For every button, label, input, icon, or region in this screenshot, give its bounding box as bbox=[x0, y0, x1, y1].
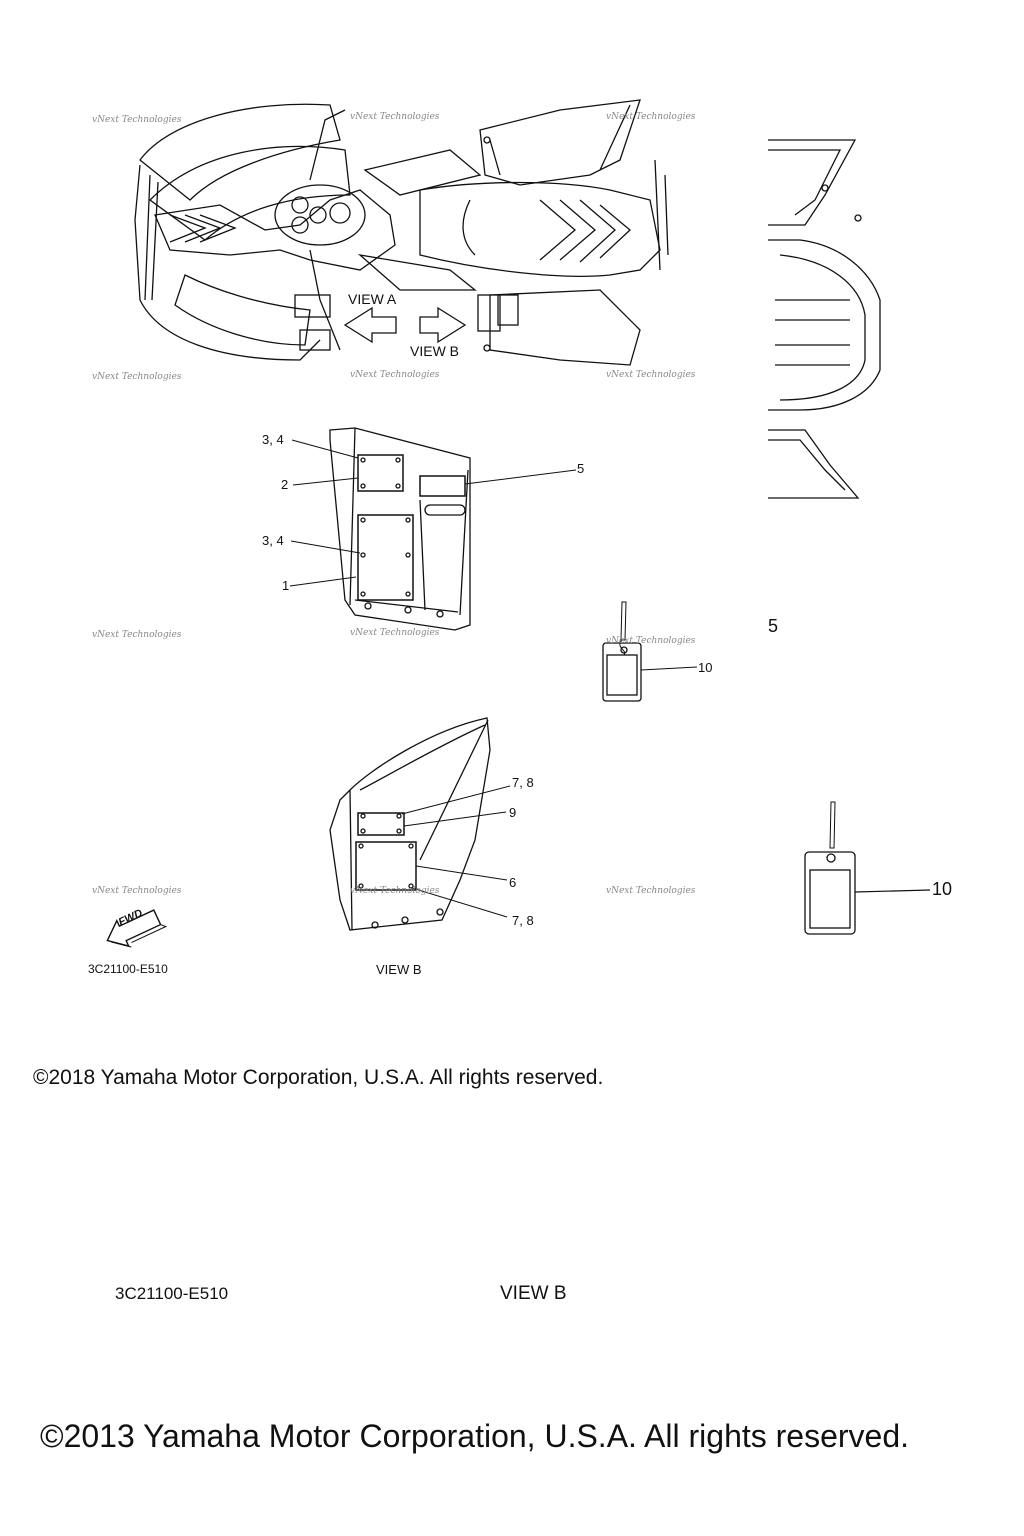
watermark: vNext Technologies bbox=[350, 628, 440, 638]
label-6-decal bbox=[355, 841, 417, 891]
copyright-2013: ©2013 Yamaha Motor Corporation, U.S.A. A… bbox=[40, 1418, 910, 1454]
callout-7-8-lower: 7, 8 bbox=[512, 913, 534, 928]
view-a-fender-panel bbox=[289, 427, 577, 631]
callout-2: 2 bbox=[281, 477, 289, 492]
callout-10-small: 10 bbox=[698, 660, 713, 675]
callout-3-4-upper: 3, 4 bbox=[262, 432, 284, 447]
tag-10-small bbox=[602, 601, 698, 702]
watermark: vNext Technologies bbox=[606, 370, 696, 380]
view-direction-arrows bbox=[343, 306, 467, 344]
label-5-decal bbox=[419, 475, 466, 497]
watermark: vNext Technologies bbox=[350, 112, 440, 122]
watermark: vNext Technologies bbox=[606, 636, 696, 646]
atv-rear-partial-view bbox=[768, 139, 881, 499]
callout-1: 1 bbox=[282, 578, 290, 593]
atv-rear-top-view bbox=[419, 99, 669, 366]
watermark: vNext Technologies bbox=[606, 886, 696, 896]
copyright-2018: ©2018 Yamaha Motor Corporation, U.S.A. A… bbox=[33, 1066, 604, 1089]
lower-part-code: 3C21100-E510 bbox=[115, 1284, 229, 1303]
watermark: vNext Technologies bbox=[92, 886, 182, 896]
tag-10-large bbox=[804, 801, 931, 935]
right-callout-10: 10 bbox=[932, 879, 953, 899]
watermark: vNext Technologies bbox=[350, 886, 440, 896]
fwd-arrow bbox=[106, 909, 168, 948]
view-b-fender-panel bbox=[329, 717, 511, 931]
atv-front-top-view bbox=[134, 103, 482, 361]
right-callout-5: 5 bbox=[768, 616, 779, 636]
watermark: vNext Technologies bbox=[350, 370, 440, 380]
callout-3-4-lower: 3, 4 bbox=[262, 533, 284, 548]
watermark: vNext Technologies bbox=[92, 630, 182, 640]
callout-9: 9 bbox=[509, 805, 517, 820]
part-code: 3C21100-E510 bbox=[88, 962, 168, 976]
watermark: vNext Technologies bbox=[92, 115, 182, 125]
callout-5: 5 bbox=[577, 461, 585, 476]
label-9-decal bbox=[357, 812, 405, 836]
watermark: vNext Technologies bbox=[606, 112, 696, 122]
view-b-caption: VIEW B bbox=[376, 962, 422, 977]
callout-7-8-upper: 7, 8 bbox=[512, 775, 534, 790]
label-2-decal bbox=[357, 454, 404, 492]
view-b-label: VIEW B bbox=[410, 343, 460, 359]
watermark: vNext Technologies bbox=[92, 372, 182, 382]
callout-6: 6 bbox=[509, 875, 517, 890]
lower-view-b-caption: VIEW B bbox=[500, 1283, 567, 1304]
view-a-label: VIEW A bbox=[348, 291, 397, 307]
label-1-decal bbox=[357, 514, 414, 601]
